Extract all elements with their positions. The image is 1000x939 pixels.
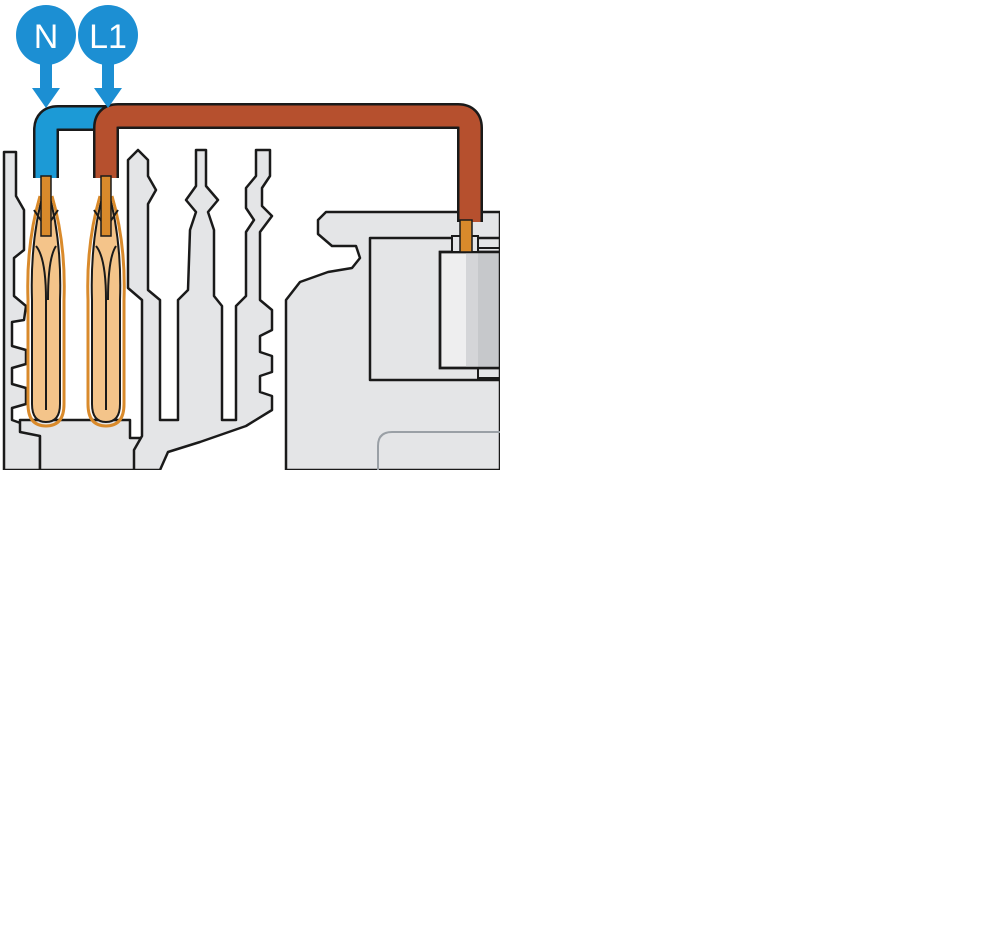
line-label: L1: [78, 5, 138, 108]
housing-comb: [126, 148, 274, 470]
neutral-wire: [33, 105, 108, 237]
terminal-block-diagram: N L1: [0, 0, 500, 470]
terminal-diagram-svg: N L1: [2, 5, 500, 470]
arrow-down-icon: [32, 60, 60, 108]
switching-component: [438, 235, 500, 370]
terminal-housing: [2, 148, 500, 470]
contact-fingers: [35, 245, 117, 410]
neutral-label-text: N: [34, 18, 59, 56]
lower-housing-slot: [377, 431, 500, 470]
line-label-text: L1: [89, 18, 127, 56]
arrow-down-icon: [94, 60, 122, 108]
neutral-label: N: [16, 5, 76, 108]
line-wire: [93, 103, 483, 253]
housing-base: [18, 418, 152, 470]
